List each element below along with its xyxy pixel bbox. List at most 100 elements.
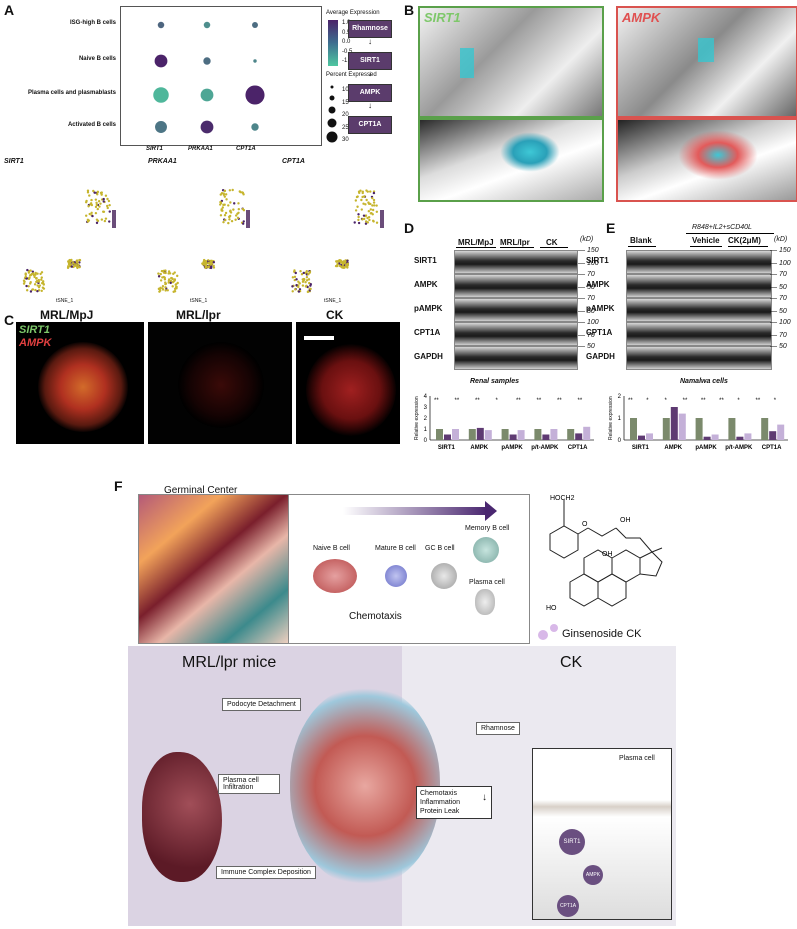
y-tick-label: 2: [424, 416, 428, 422]
tsne-point: [158, 289, 162, 292]
tsne-point: [224, 193, 228, 196]
tsne-point: [78, 258, 81, 262]
ck-fluorescence: [296, 322, 400, 444]
tsne-point: [227, 204, 230, 207]
tsne-point: [364, 203, 367, 206]
x-tick-label: SIRT1: [632, 445, 650, 451]
tsne-point: [343, 266, 346, 269]
bar: [670, 407, 678, 440]
bar: [575, 433, 583, 440]
x-tick-label: SIRT1: [438, 445, 456, 451]
kd-marker: — 50: [578, 343, 595, 350]
panel-label-b: B: [404, 2, 415, 18]
pathway-sirt1: SIRT1: [348, 52, 392, 70]
b-cell-differentiation-box: Naive B cell Mature B cell GC B cell Mem…: [288, 494, 530, 644]
tsne-point: [219, 214, 223, 217]
tsne-point: [86, 191, 90, 194]
significance-mark: **: [434, 398, 439, 404]
tsne-point: [159, 279, 163, 282]
tsne-point: [302, 278, 306, 282]
tsne-point: [367, 201, 370, 204]
significance-mark: **: [628, 398, 633, 404]
tsne-point: [33, 283, 37, 286]
tsne-point: [339, 259, 343, 262]
immune-complex-deposition-box: Immune Complex Deposition: [216, 866, 316, 879]
tsne-point: [362, 214, 366, 217]
tsne-point: [169, 279, 173, 283]
tsne-point: [157, 272, 160, 275]
d-group-label: CK: [546, 238, 558, 247]
germinal-center-image: [138, 494, 290, 644]
kd-marker: — 150: [578, 247, 599, 254]
tsne-point: [66, 266, 70, 270]
bar: [567, 429, 575, 440]
kd-marker: — 70: [578, 295, 595, 302]
blot-band-row: [626, 298, 772, 322]
mrl-mpj-fluorescence: SIRT1 AMPK: [16, 322, 144, 444]
panel-label-e: E: [606, 220, 616, 236]
panel-label-a: A: [4, 2, 15, 18]
tsne-point: [97, 200, 101, 203]
bar: [728, 418, 736, 440]
tsne-point: [305, 269, 309, 273]
tsne-point: [307, 272, 310, 276]
blot-row-label: GAPDH: [414, 352, 443, 361]
tsne-point: [219, 201, 223, 205]
tsne-legend-bar: [246, 210, 250, 228]
tsne-point: [171, 277, 174, 281]
plasma-cell-icon: [475, 589, 495, 615]
pct-ticks: 10 15 20 25 30: [342, 84, 349, 147]
tsne-point: [173, 278, 177, 281]
panel-label-f: F: [114, 478, 123, 494]
tsne-point: [223, 214, 227, 217]
kd-marker: — 50: [770, 308, 787, 315]
tsne-point: [99, 202, 102, 205]
tsne-point: [76, 266, 79, 270]
memory-b-cell-icon: [473, 537, 499, 563]
tsne-point: [167, 279, 171, 283]
tsne-point: [302, 271, 305, 275]
chemotaxis-label: Chemotaxis: [349, 611, 402, 622]
bar: [777, 424, 785, 440]
tick: -1.0: [342, 57, 352, 67]
kd-marker: — 50: [578, 308, 595, 315]
tsne-point: [228, 189, 232, 192]
cell-label: Plasma cell: [469, 579, 505, 586]
tsne-point: [41, 281, 45, 285]
tsne-point: [223, 195, 227, 198]
bar: [638, 435, 645, 440]
tsne-point: [96, 193, 99, 196]
tsne-xlab: tSNE_1: [190, 298, 208, 304]
tsne-point: [222, 203, 225, 207]
bar: [550, 429, 558, 440]
c-col-label: MRL/MpJ: [40, 308, 94, 322]
effects-box: Chemotaxis Inflammation Protein Leak ↓: [416, 786, 492, 819]
tsne-point: [297, 290, 301, 293]
tsne-point: [368, 218, 371, 222]
tick: 1.0: [342, 20, 351, 26]
tsne-title: CPT1A: [282, 158, 305, 165]
dotplot-dot: [203, 57, 211, 65]
tsne-point: [78, 261, 81, 264]
blot-band-row: [626, 250, 772, 274]
d-chart-title: Renal samples: [470, 378, 520, 385]
y-tick-label: 0: [618, 438, 622, 444]
dotplot-dot: [253, 59, 257, 63]
ginsenoside-label: Ginsenoside CK: [562, 628, 642, 640]
tsne-point: [36, 272, 39, 275]
tick: 20: [342, 112, 349, 118]
tsne-point: [229, 201, 232, 204]
tsne-point: [161, 270, 165, 273]
tsne-point: [159, 272, 162, 276]
tsne-point: [94, 205, 98, 209]
significance-mark: *: [737, 398, 740, 404]
dotplot-dot: [153, 87, 169, 103]
tsne-point: [158, 287, 162, 291]
x-tick-label: p/t-AMPK: [531, 445, 559, 451]
tsne-point: [175, 285, 178, 289]
tsne-point: [231, 188, 234, 192]
blot-row-label: pAMPK: [414, 304, 443, 313]
tsne-point: [68, 261, 72, 264]
kd-marker: — 70: [770, 332, 787, 339]
tsne-point: [204, 260, 208, 263]
